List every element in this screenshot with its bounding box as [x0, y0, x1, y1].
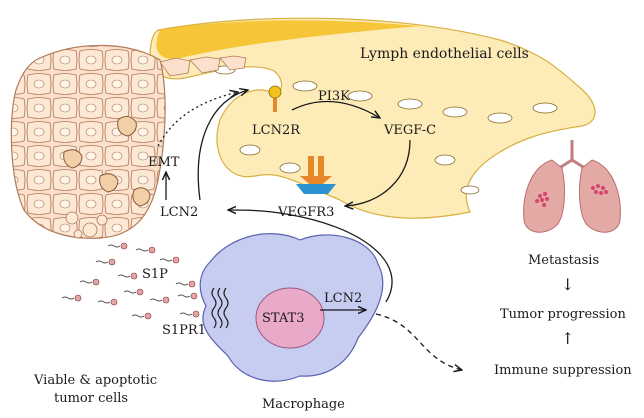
- lcn2r-label: LCN2R: [252, 123, 301, 138]
- lcn2-macrophage-label: LCN2: [324, 291, 362, 306]
- s1p-molecule: [175, 280, 196, 288]
- s1p-molecule: [97, 298, 118, 306]
- tumor-cells-label-line2: tumor cells: [54, 391, 128, 406]
- s1p-molecule: [159, 256, 180, 264]
- s1pr1-receptor-icon: [211, 287, 229, 329]
- lungs-icon: [523, 140, 621, 233]
- s1p-molecule: [117, 272, 138, 280]
- tumor-cell-mass: [10, 44, 247, 239]
- macrophage-cell: [199, 233, 384, 382]
- lcn2r-receptor-icon: [268, 85, 282, 112]
- arrow-tumor-to-lcn2r: [157, 92, 238, 147]
- vegfc-label: VEGF-C: [383, 123, 436, 138]
- arrow-macrophage-to-lcn2: [228, 210, 393, 303]
- arrow-up-glyph: ↑: [561, 329, 574, 348]
- vegfr3-receptor-icon: [296, 156, 336, 194]
- s1p-molecule: [179, 310, 200, 318]
- immune-suppression-label: Immune suppression: [494, 363, 632, 378]
- s1p-molecule: [95, 258, 116, 266]
- s1p-molecules: [61, 242, 200, 320]
- stat3-label: STAT3: [262, 311, 305, 326]
- macrophage-label: Macrophage: [262, 397, 345, 412]
- s1pr1-label: S1PR1: [162, 323, 206, 338]
- s1p-molecule: [135, 246, 156, 254]
- s1p-molecule: [61, 294, 82, 302]
- lymph-endothelial-label: Lymph endothelial cells: [360, 46, 529, 62]
- tumor-cells-label-line1: Viable & apoptotic: [33, 373, 157, 388]
- pathway-arrows: [157, 90, 462, 370]
- arrow-vegfc-to-vegfr3: [345, 139, 411, 206]
- metastasis-label: Metastasis: [528, 253, 599, 268]
- pi3k-label: PI3K: [318, 89, 350, 104]
- tumor-progression-label: Tumor progression: [500, 307, 626, 322]
- s1p-molecule: [123, 288, 144, 296]
- arrow-macrophage-to-immune-suppression: [375, 313, 462, 370]
- vegfr3-label: VEGFR3: [277, 205, 334, 220]
- emt-label: EMT: [148, 155, 180, 170]
- s1p-label: S1P: [142, 267, 168, 282]
- s1p-molecule: [177, 292, 198, 300]
- s1p-molecule: [131, 312, 152, 320]
- arrow-lcn2r-to-vegfc: [291, 100, 380, 118]
- s1p-molecule: [79, 278, 100, 286]
- arrow-down-glyph: ↓: [561, 275, 574, 294]
- lcn2-label: LCN2: [160, 205, 198, 220]
- s1p-molecule: [149, 296, 170, 304]
- s1p-molecule: [107, 242, 128, 250]
